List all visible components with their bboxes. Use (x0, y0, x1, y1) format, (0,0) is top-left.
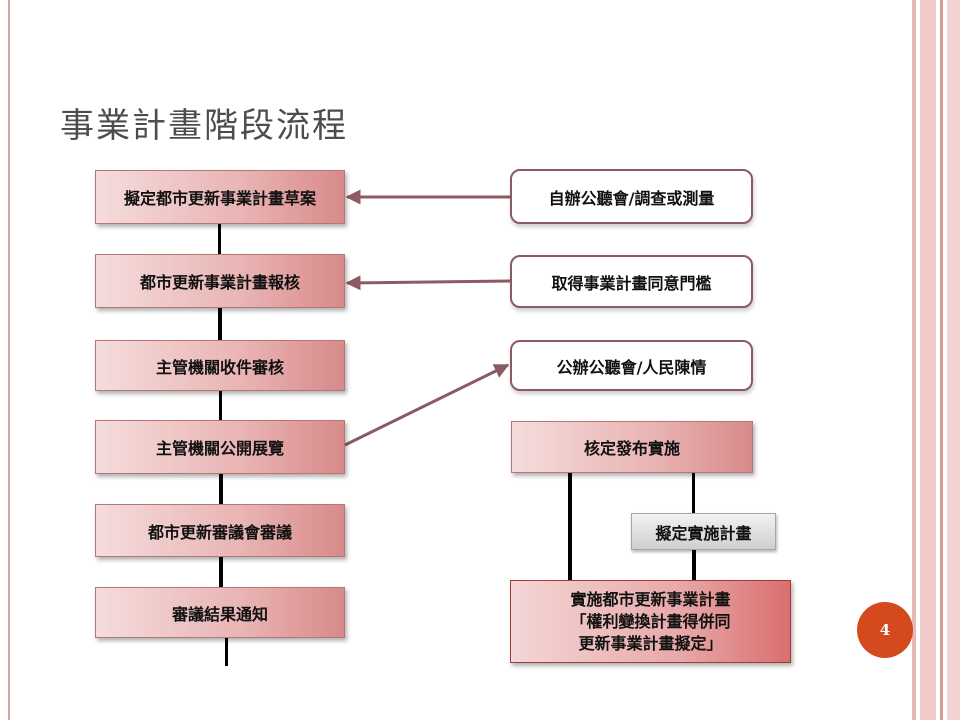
connector-line (568, 473, 572, 580)
connector-line (219, 557, 223, 587)
connector-line (218, 224, 221, 254)
connector-line (219, 391, 222, 420)
step-receive-review: 主管機關收件審核 (95, 340, 345, 391)
arrow-to-plan-report (345, 275, 511, 291)
page-number-badge: 4 (857, 602, 913, 658)
page-title: 事業計畫階段流程 (60, 106, 348, 146)
implement-line-1: 實施都市更新事業計畫 (570, 589, 731, 609)
connector-line (692, 550, 696, 580)
step-approval: 核定發布實施 (511, 421, 753, 473)
step-plan-report: 都市更新事業計畫報核 (95, 254, 345, 308)
step-review-notice: 審議結果通知 (95, 587, 345, 638)
connector-line (692, 473, 695, 513)
step-implement: 實施都市更新事業計畫 「權利變換計畫得併同 更新事業計畫擬定」 (510, 580, 791, 663)
connector-line (225, 638, 228, 666)
implement-line-3: 更新事業計畫擬定」 (578, 633, 723, 653)
step-draft-implementation: 擬定實施計畫 (631, 513, 776, 550)
connector-line (219, 474, 223, 504)
step-public-exhibition: 主管機關公開展覽 (95, 420, 345, 474)
step-draft-plan: 擬定都市更新事業計畫草案 (95, 170, 345, 224)
input-consent-threshold: 取得事業計畫同意門檻 (510, 255, 753, 308)
arrow-to-public-hearing (344, 363, 510, 447)
input-self-hearing: 自辦公聽會/調查或測量 (510, 169, 753, 224)
input-public-hearing: 公辦公聽會/人民陳情 (510, 340, 753, 391)
right-decorative-stripes (912, 0, 960, 720)
implement-line-2: 「權利變換計畫得併同 (570, 611, 731, 631)
connector-line (218, 308, 222, 340)
step-council-review: 都市更新審議會審議 (95, 504, 345, 557)
left-frame-line (8, 0, 10, 720)
